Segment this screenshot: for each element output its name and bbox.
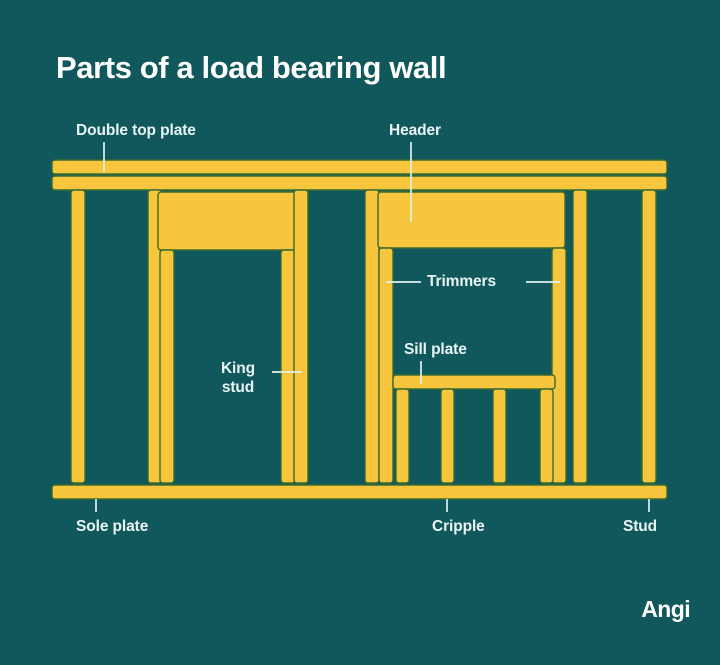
label-stud: Stud <box>623 518 658 535</box>
member-header-right-opening <box>377 191 566 249</box>
lumber-members-group <box>51 159 668 500</box>
angi-logo: Angi <box>641 596 690 622</box>
member-sole-plate <box>51 484 668 500</box>
member-cripple-2 <box>440 388 455 484</box>
member-trimmer-window-right <box>551 247 567 484</box>
member-cripple-3 <box>492 388 507 484</box>
member-cripple-1 <box>395 388 410 484</box>
member-header-left-opening <box>157 191 303 251</box>
member-king-stud-window-left <box>364 189 380 484</box>
page-title: Parts of a load bearing wall <box>56 50 447 85</box>
member-trimmer-left-door-left <box>159 249 175 484</box>
label-cripple: Cripple <box>432 518 485 535</box>
label-king-stud-line1: King <box>220 360 256 377</box>
member-stud-left-end <box>70 189 86 484</box>
member-trimmer-window-left <box>378 247 394 484</box>
label-trimmers: Trimmers <box>427 273 496 290</box>
member-king-stud-window-right <box>572 189 588 484</box>
member-top-plate-upper <box>51 159 668 175</box>
label-king-stud-line2: stud <box>221 378 255 396</box>
label-double-top-plate: Double top plate <box>76 122 196 139</box>
member-trimmer-left-door-right <box>280 249 296 484</box>
label-header: Header <box>389 122 441 139</box>
label-sole-plate: Sole plate <box>76 518 149 535</box>
member-top-plate-lower <box>51 175 668 191</box>
member-cripple-4 <box>539 388 554 484</box>
label-sill-plate: Sill plate <box>404 341 467 358</box>
member-stud-right-end <box>641 189 657 484</box>
member-sill-plate <box>392 374 556 390</box>
leader-lines-group <box>95 142 650 512</box>
label-king-stud: King stud <box>212 360 264 398</box>
member-king-stud-left-door-right <box>293 189 309 484</box>
